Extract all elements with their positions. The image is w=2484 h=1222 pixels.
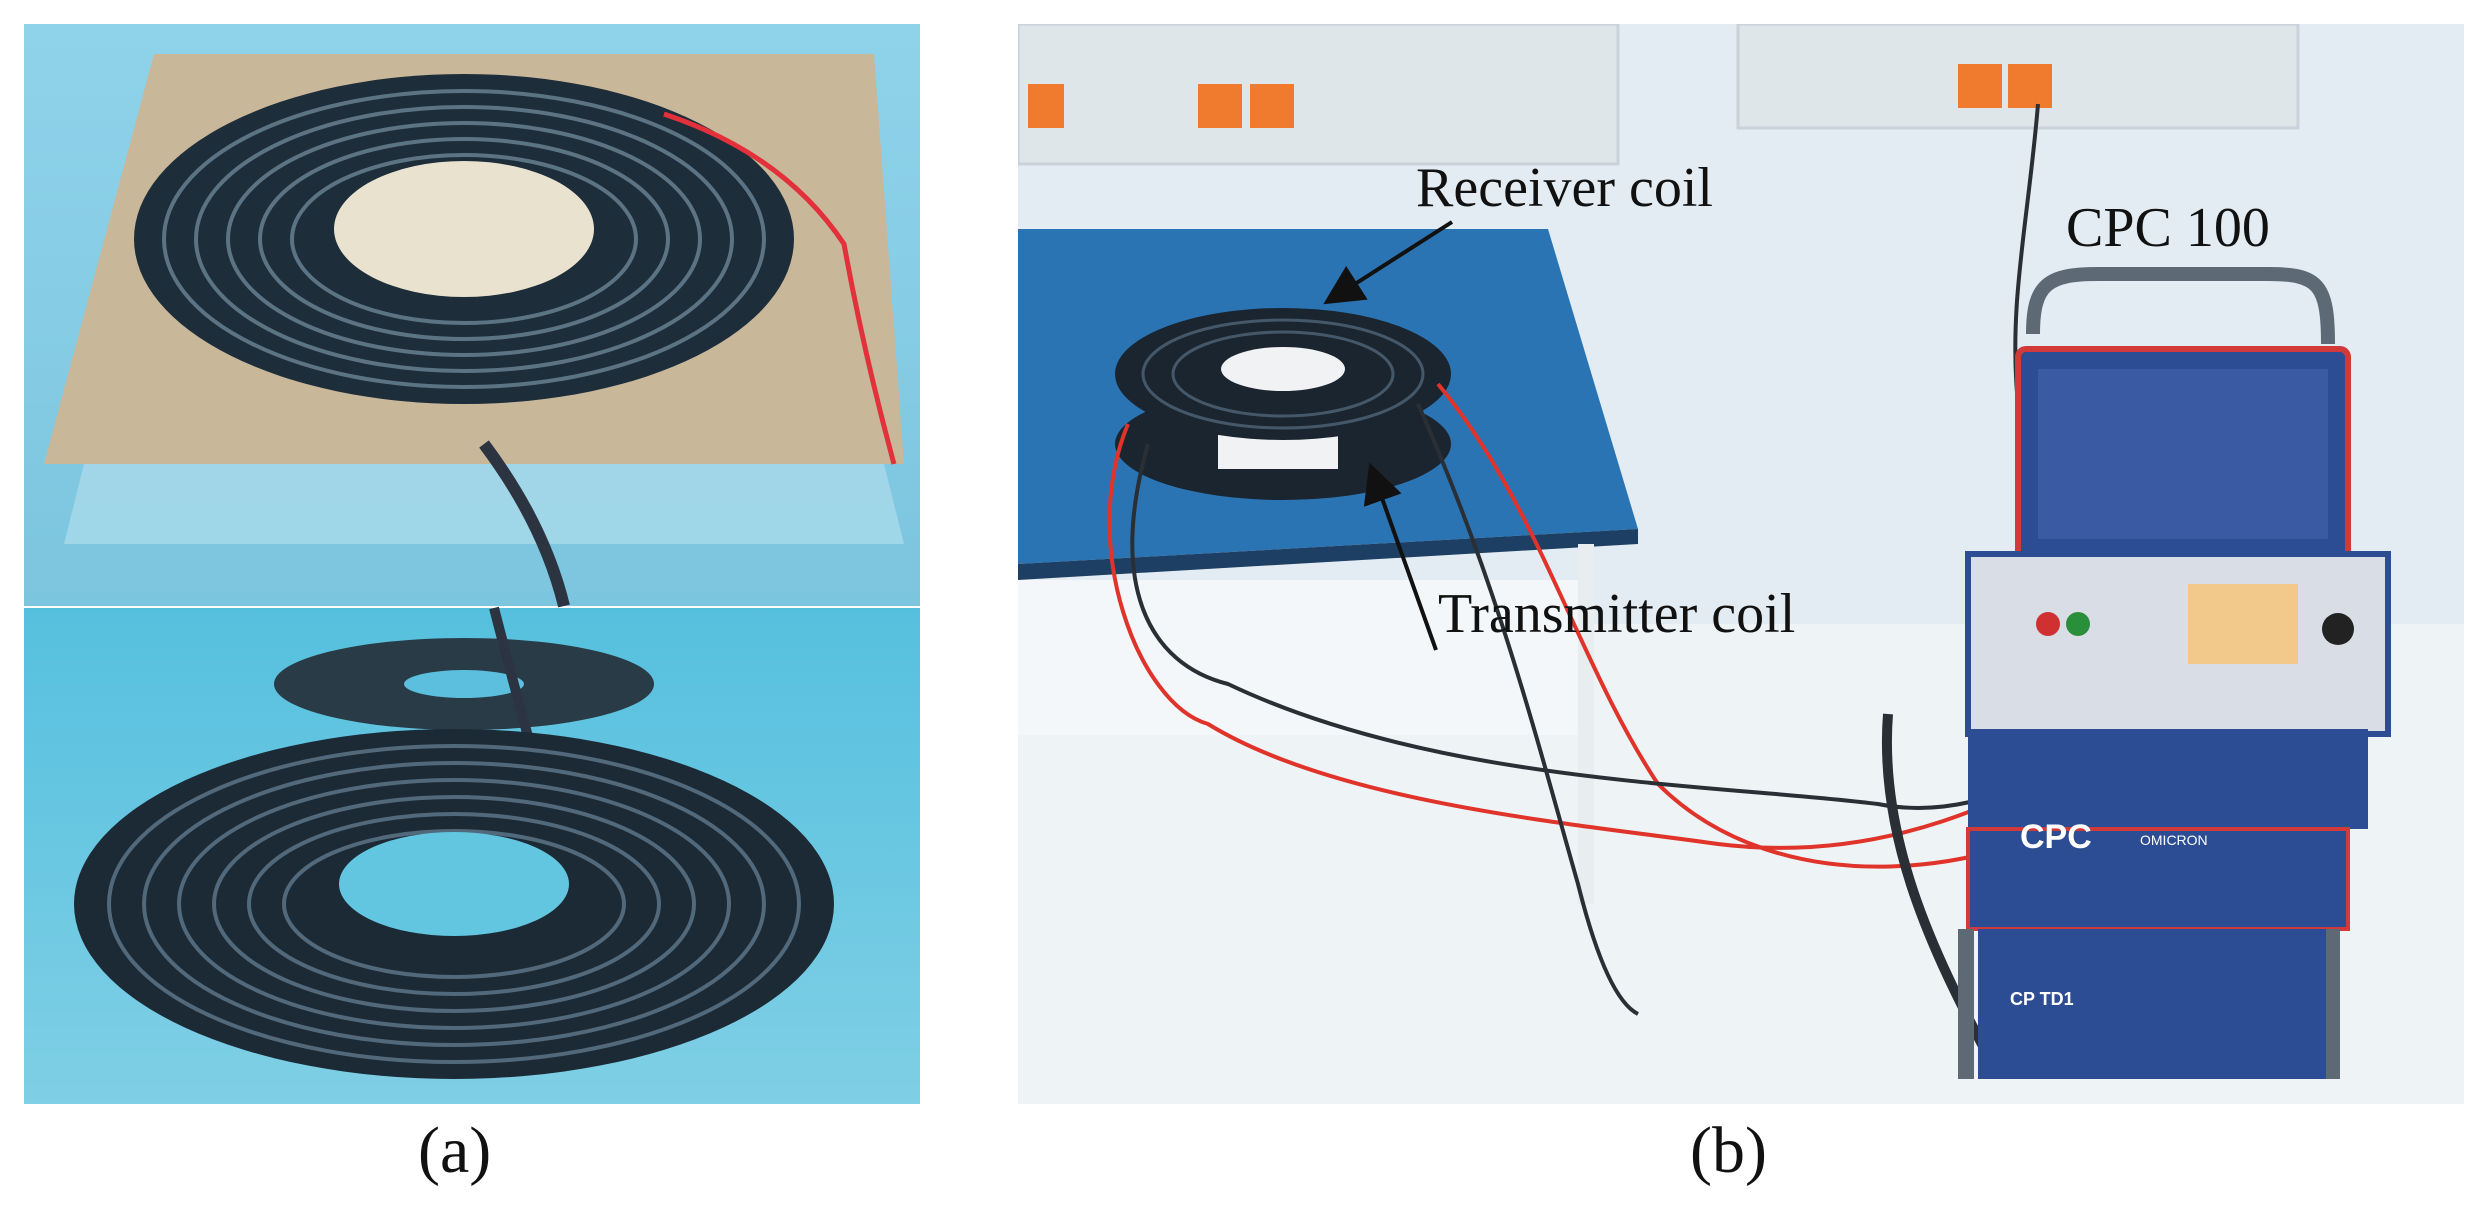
acrylic-plate [64,464,904,544]
table-leg [1578,544,1594,904]
table-edge [1018,529,1638,580]
device-marking-cpc: CPC [2020,818,2092,856]
device-marking-cptd1: CP TD1 [2010,989,2074,1009]
small-spiral-coil [274,638,654,730]
transmitter-coil-label: Transmitter coil [1438,583,1796,645]
top-spiral-coil [134,74,794,404]
photo-panel-a [24,24,920,1104]
socket-5 [2008,64,2052,108]
caption-a: (a) [418,1114,492,1187]
cpc100-device [1958,267,2391,1079]
photo-panel-b [1018,24,2464,1104]
cpc100-label: CPC 100 [2066,197,2270,259]
receiver-coil-label: Receiver coil [1416,157,1713,219]
table-cabinet [1018,580,1578,735]
device-marking-brand: OMICRON [2140,832,2208,848]
large-spiral-coil [74,729,834,1079]
black-lead [479,440,570,608]
socket-1 [1028,84,1064,128]
coil-pair [1115,308,1451,500]
wall-trunking [1018,24,1620,166]
red-lead [663,111,897,465]
socket-2 [1198,84,1242,128]
coil-photos [24,24,920,1104]
socket-4 [1958,64,2002,108]
setup-photo [1018,24,2464,1104]
socket-3 [1250,84,1294,128]
caption-b: (b) [1690,1114,1767,1187]
